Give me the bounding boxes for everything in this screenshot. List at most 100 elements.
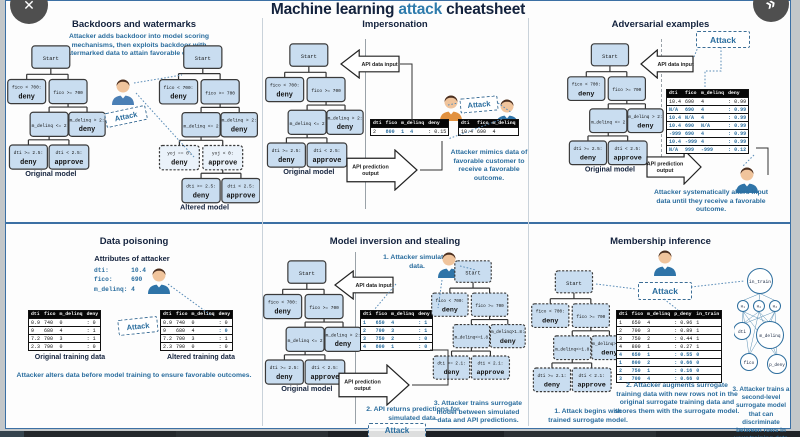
svg-text:approve: approve (577, 382, 605, 390)
svg-text:m_delinq<=1.8: m_delinq<=1.8 (555, 347, 590, 352)
svg-text:H₂: H₂ (757, 306, 762, 310)
cheatsheet: Machine learning attack cheatsheet Backd… (5, 0, 793, 437)
svg-text:fico: fico (744, 361, 755, 366)
svg-text:dti < 2.5:: dti < 2.5: (314, 148, 341, 154)
svg-text:Start: Start (43, 56, 59, 62)
svg-text:dti >= 2.5:: dti >= 2.5: (574, 147, 603, 152)
api-data-input-arrow: API data input (334, 270, 394, 300)
next-button[interactable]: » (753, 0, 789, 22)
original-model-tree: Start fico < 700: deny fico >= 700 m_delinq … (264, 43, 364, 179)
svg-text:m_delinq <= 2: m_delinq <= 2 (288, 338, 323, 344)
svg-text:approve: approve (312, 157, 341, 165)
column-divider (262, 18, 263, 426)
svg-text:API data input: API data input (658, 62, 694, 68)
svg-text:fico < 700:: fico < 700: (536, 310, 565, 315)
svg-text:fico < 700:: fico < 700: (12, 85, 42, 91)
svg-text:approve: approve (54, 159, 83, 167)
svg-text:m_delinq>1.8:: m_delinq>1.8: (592, 342, 626, 347)
panel-description: Attacker adds backdoor into model scorin… (61, 33, 217, 58)
svg-text:fico < 700:: fico < 700: (268, 300, 298, 306)
attacker-avatar (734, 163, 760, 193)
api-data-input-arrow: API data input (640, 49, 694, 79)
svg-text:m_delinq <= 2: m_delinq <= 2 (591, 120, 626, 125)
svg-text:deny: deny (278, 157, 295, 165)
api-boundary-line (661, 39, 663, 167)
attack-badge: Attack (638, 282, 692, 300)
svg-text:m_delinq>1.8:: m_delinq>1.8: (491, 330, 525, 335)
svg-text:m_delinq > 2:: m_delinq > 2: (628, 115, 662, 120)
panel-title: Model inversion and stealing (329, 236, 461, 247)
svg-text:deny: deny (337, 124, 354, 132)
svg-text:deny: deny (171, 160, 188, 168)
svg-text:yoj < 0:: yoj < 0: (212, 151, 234, 157)
svg-text:fico < 700:: fico < 700: (436, 299, 464, 304)
panel-backdoors: Backdoors and watermarks Attacker adds b… (6, 17, 262, 222)
svg-text:deny: deny (79, 126, 96, 134)
svg-text:fico < 700:: fico < 700: (270, 83, 300, 89)
svg-text:deny: deny (544, 382, 560, 390)
step3-text: 3. Attacker trains a second-level surrog… (732, 386, 790, 437)
svg-text:deny: deny (578, 90, 594, 98)
svg-text:deny: deny (20, 159, 37, 167)
attacker-avatar (652, 246, 678, 276)
svg-text:fico >= 700: fico >= 700 (311, 88, 341, 94)
page-title: Machine learning attack cheatsheet (270, 1, 526, 18)
svg-text:output: output (657, 168, 674, 174)
double-chevron-icon: » (762, 0, 780, 15)
svg-text:Start: Start (602, 54, 618, 60)
svg-text:API prediction: API prediction (647, 162, 684, 168)
svg-text:API prediction: API prediction (344, 380, 381, 386)
svg-text:dti < 2.5:: dti < 2.5: (615, 147, 641, 152)
svg-text:deny: deny (637, 122, 653, 130)
svg-text:deny: deny (231, 127, 248, 135)
svg-text:API prediction: API prediction (352, 165, 389, 171)
svg-text:H₁: H₁ (741, 306, 746, 310)
original-training-caption: Original training data (34, 354, 106, 361)
svg-text:deny: deny (335, 341, 352, 349)
svg-text:output: output (354, 386, 371, 392)
svg-text:m_delinq > 2:: m_delinq > 2: (328, 115, 363, 121)
svg-text:Original model: Original model (283, 167, 334, 176)
svg-text:deny: deny (444, 368, 460, 376)
svg-text:H₃: H₃ (773, 306, 778, 310)
attacker-avatar (146, 264, 172, 294)
api-boundary-line (365, 39, 366, 209)
svg-text:m_delinq<=1.8: m_delinq<=1.8 (455, 336, 489, 341)
attack-badge: Attack (696, 31, 750, 48)
svg-text:deny: deny (170, 94, 187, 102)
attacker-avatar (110, 75, 136, 105)
attributes-title: Attributes of attacker (94, 254, 170, 263)
svg-text:dti >= 2.5:: dti >= 2.5: (14, 150, 44, 156)
step2-text: 2. Attacker augments surrogate training … (614, 382, 740, 416)
svg-text:deny: deny (276, 91, 293, 99)
panel-title: Impersonation (362, 19, 428, 30)
svg-text:API data input: API data input (361, 62, 397, 68)
svg-text:dti < 2.5:: dti < 2.5: (227, 184, 254, 190)
column-divider (528, 18, 529, 426)
svg-text:in_train: in_train (749, 279, 771, 285)
svg-text:approve: approve (208, 160, 237, 168)
svg-text:dti < 2.1:: dti < 2.1: (478, 362, 504, 367)
attack-badge: Attack (459, 95, 499, 114)
panel-note: Attacker systematically alters input dat… (653, 189, 769, 214)
svg-text:deny: deny (542, 317, 558, 325)
step1-text: 1. Attacker simulates data. (383, 254, 451, 270)
svg-text:fico < 700:: fico < 700: (164, 85, 194, 91)
svg-text:Start: Start (301, 54, 317, 60)
svg-text:m_delinq > 2:: m_delinq > 2: (70, 117, 105, 123)
